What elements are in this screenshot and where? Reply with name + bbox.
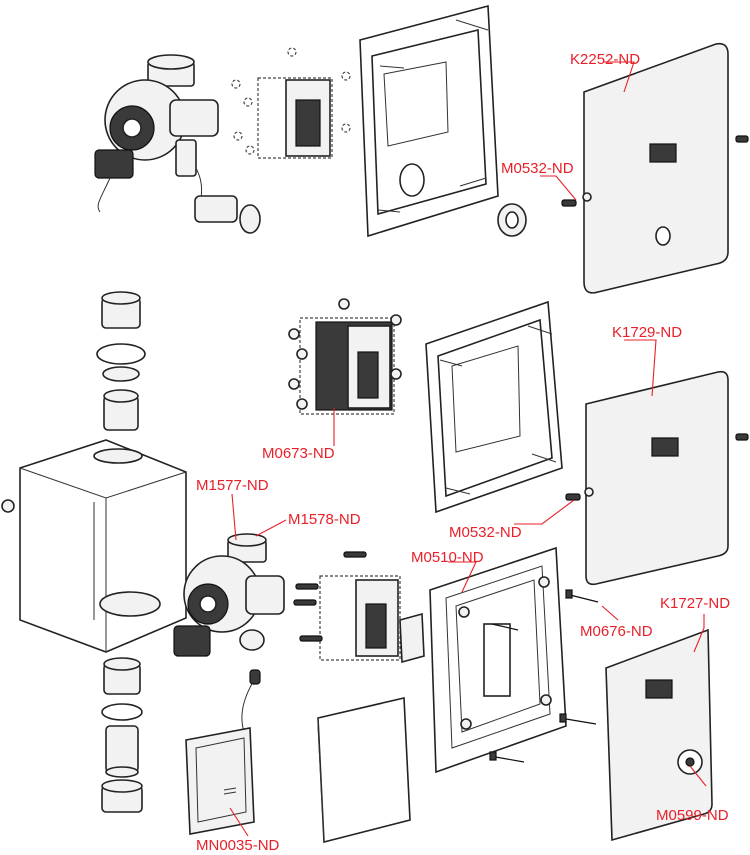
upper-fitting-stack	[96, 291, 146, 431]
long-screws	[489, 589, 599, 763]
top-mounting-frame	[359, 4, 499, 238]
middle-right-screw	[735, 433, 749, 441]
m0510-mounting-frame	[429, 546, 567, 774]
lower-fitting-stack	[101, 657, 143, 813]
m0673-electronic-module	[288, 298, 402, 415]
top-right-screw	[735, 135, 749, 143]
small-battery-block	[399, 612, 425, 664]
k2252-cover-plate	[582, 42, 729, 294]
lower-solenoid-valve	[173, 533, 285, 657]
top-nut	[497, 203, 527, 237]
top-electronic-module	[231, 47, 351, 159]
housing-box	[1, 439, 187, 653]
label-m1578: M1578-ND	[288, 511, 361, 528]
top-screw	[561, 199, 577, 207]
label-k2252: K2252-ND	[570, 51, 641, 68]
label-m0532-top: M0532-ND	[501, 160, 574, 177]
label-mn0035: MN0035-ND	[196, 837, 280, 854]
top-solenoid-valve	[94, 54, 261, 234]
leader-lines	[229, 61, 707, 837]
label-m0532-mid: M0532-ND	[449, 524, 522, 541]
label-k1727: K1727-ND	[660, 595, 731, 612]
label-m1577: M1577-ND	[196, 477, 269, 494]
blank-panel	[317, 697, 411, 844]
mn0035-sensor	[185, 669, 261, 835]
label-m0510: M0510-ND	[411, 549, 484, 566]
k1729-cover-plate	[584, 370, 729, 586]
label-k1729: K1729-ND	[612, 324, 683, 341]
middle-mounting-frame	[425, 300, 563, 514]
k1727-cover-plate	[605, 628, 713, 842]
middle-screw	[565, 493, 581, 501]
label-m0673: M0673-ND	[262, 445, 335, 462]
label-m0676: M0676-ND	[580, 623, 653, 640]
bottom-electronic-module	[293, 551, 401, 661]
label-m0599: M0599-ND	[656, 807, 729, 824]
